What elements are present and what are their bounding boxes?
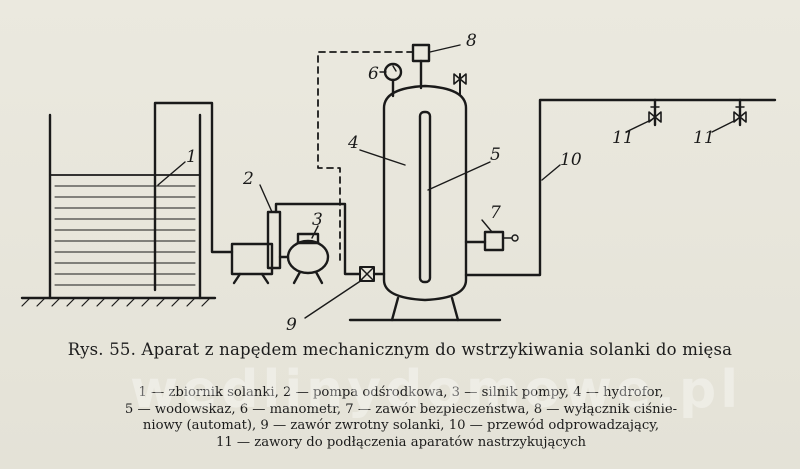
discharge-pipe	[274, 202, 362, 276]
label-10: 10	[560, 150, 582, 170]
control-wire	[317, 51, 414, 263]
label-5: 5	[490, 145, 501, 165]
hydrophore-vessel	[348, 84, 502, 322]
label-6: 6	[368, 64, 379, 84]
brine-hatching	[54, 185, 196, 286]
centrifugal-pump	[230, 210, 282, 285]
outlet-pipe	[464, 98, 777, 277]
label-7: 7	[490, 203, 501, 223]
check-valve	[359, 266, 386, 282]
label-1: 1	[186, 147, 197, 167]
watermark: wedlinydomowe.pl	[130, 360, 743, 420]
safety-valve	[464, 230, 519, 252]
label-11a: 11	[612, 128, 634, 148]
tank-base-ground	[20, 296, 217, 307]
label-11b: 11	[693, 128, 715, 148]
top-valve	[453, 73, 467, 96]
figure-legend: 1 — zbiornik solanki, 2 — pompa odśrodko…	[6, 385, 796, 451]
label-2: 2	[242, 169, 254, 189]
legend-line-4: 11 — zawory do podłączenia aparatów nast…	[215, 434, 587, 450]
pump-motor	[278, 232, 330, 285]
legend-line-3: niowy (automat), 9 — zawór zwrotny solan…	[142, 418, 660, 433]
apparatus-diagram: 1 2 3 4 5 6 7 8 9 10 11 11	[20, 31, 777, 335]
leader-lines	[157, 44, 737, 319]
legend-line-2: 5 — wodowskaz, 6 — manometr, 7 — zawór b…	[124, 401, 678, 417]
label-4: 4	[347, 133, 359, 153]
label-8: 8	[466, 31, 477, 51]
injector-valve-1	[648, 98, 662, 127]
label-9: 9	[286, 315, 297, 335]
brine-tank	[48, 113, 202, 300]
suction-pipe	[153, 101, 234, 292]
water-gauge	[418, 110, 432, 284]
legend-line-1: 1 — zbiornik solanki, 2 — pompa odśrodko…	[138, 385, 664, 400]
pressure-switch	[411, 43, 431, 90]
figure-caption: Rys. 55. Aparat z napędem mechanicznym d…	[67, 340, 733, 359]
injector-valve-2	[733, 98, 747, 127]
label-3: 3	[312, 210, 323, 230]
